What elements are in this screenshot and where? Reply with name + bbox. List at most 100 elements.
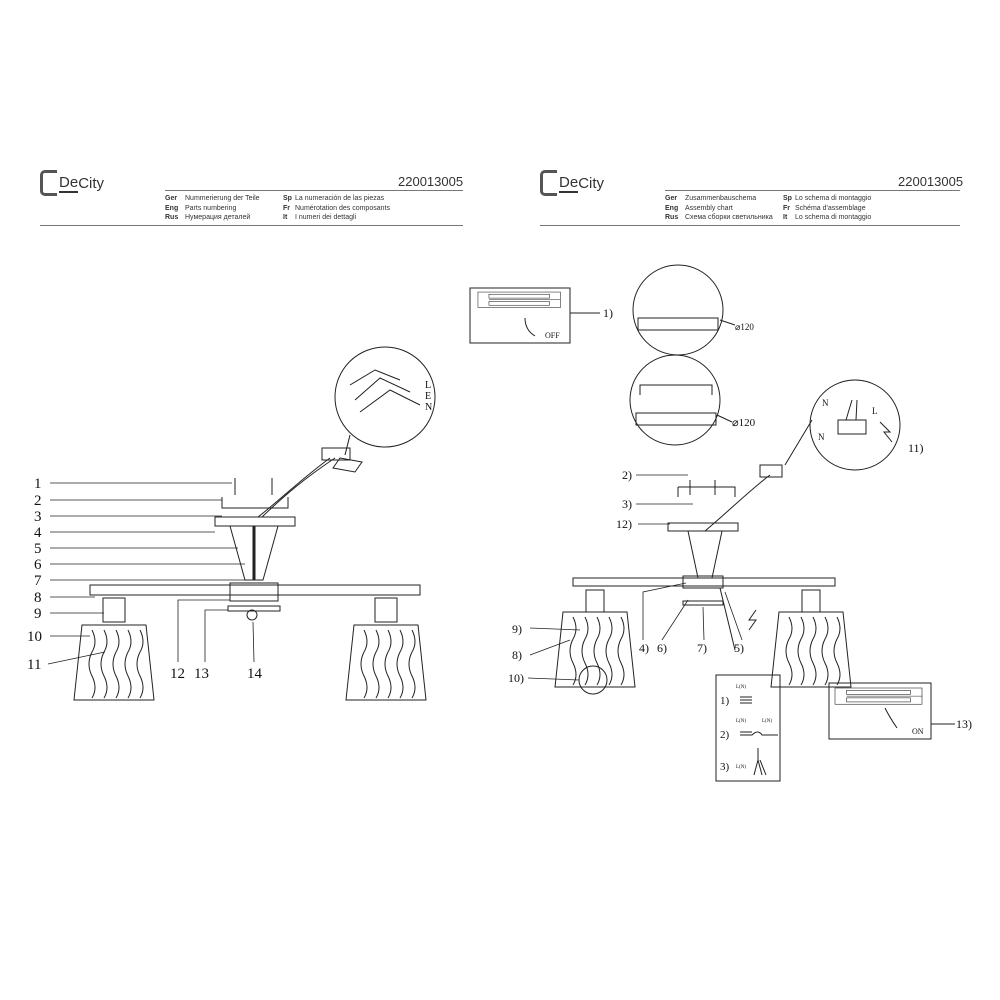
lang: Rus — [165, 214, 179, 221]
title-text: I numeri dei dettagli — [295, 214, 357, 221]
header-bottom-rule — [40, 225, 463, 226]
step-label: 9) — [512, 622, 522, 636]
step-label: 3) — [622, 497, 632, 511]
step-label: 2) — [622, 468, 632, 482]
lang: Rus — [665, 214, 679, 221]
header-bottom-rule — [540, 225, 960, 226]
logo-city: City — [78, 174, 105, 192]
title-text: La numeración de las piezas — [295, 195, 385, 202]
lang: Ger — [665, 195, 678, 202]
title-col-1: Ger Nummerierung der Teile Eng Parts numbe… — [165, 194, 260, 223]
wiring-step: 2) — [720, 729, 730, 741]
part-label: 1 — [34, 476, 42, 492]
logo-mark — [40, 170, 57, 196]
wire-label: L(N) — [736, 719, 746, 724]
right-step-labels: 1) 2) 3) 4) 5) 6) 7) 8) 9) 10) 11) 12) 1… — [508, 306, 972, 773]
title-text: Lo schema di montaggio — [795, 195, 872, 202]
lang: It — [783, 214, 788, 221]
logo-de: De — [59, 173, 79, 193]
title-col-1: Ger Zusammenbauschema Eng Assembly chart R… — [665, 194, 773, 223]
part-label: 7 — [34, 573, 42, 589]
switch-off-label: OFF — [545, 331, 560, 340]
bracket-circle-2 — [629, 354, 733, 446]
step-label: 12) — [616, 517, 632, 531]
wiring-step: 1) — [720, 695, 730, 707]
switch-off-inset — [469, 287, 600, 344]
product-code: 220013005 — [398, 174, 464, 189]
lang: Eng — [165, 204, 179, 212]
part-label: 9 — [34, 606, 42, 622]
part-label: 13 — [194, 666, 209, 682]
lang: Sp — [783, 195, 792, 202]
lang: Sp — [283, 195, 292, 202]
diameter-label: ⌀120 — [735, 322, 754, 332]
part-label: 3 — [34, 509, 42, 525]
part-label: 12 — [170, 666, 185, 682]
title-text: Assembly chart — [685, 204, 733, 212]
part-label: 10 — [27, 629, 42, 645]
part-label: 8 — [34, 590, 42, 606]
title-text: Zusammenbauschema — [685, 195, 757, 202]
lang: Fr — [783, 204, 790, 212]
left-wire-labels: L E N — [425, 380, 432, 413]
right-leader-lines — [527, 474, 743, 681]
step-label: 6) — [657, 641, 667, 655]
wire-label-n: N — [425, 402, 432, 413]
terminal-label-l: L — [872, 406, 878, 416]
right-lamp-drawing — [554, 464, 852, 695]
step-label: 10) — [508, 671, 524, 685]
title-text: Numérotation des composants — [295, 204, 390, 212]
part-label: 11 — [27, 657, 41, 673]
terminal-label-n: N — [822, 398, 829, 408]
switch-on-inset — [828, 682, 955, 740]
title-text: Schéma d'assemblage — [795, 204, 866, 212]
wire-label-l: L — [425, 380, 431, 391]
diameter-label: ⌀120 — [732, 417, 756, 429]
lang: Fr — [283, 204, 290, 212]
title-text: Parts numbering — [185, 204, 237, 212]
step-label: 8) — [512, 648, 522, 662]
part-label: 14 — [247, 666, 263, 682]
part-label: 2 — [34, 493, 42, 509]
wiring-methods-inset — [715, 674, 781, 782]
lang: Eng — [665, 204, 679, 212]
wire-label: L(N) — [736, 765, 746, 770]
title-text: Lo schema di montaggio — [795, 214, 872, 221]
left-leader-lines — [47, 482, 255, 665]
logo-mark — [540, 170, 557, 196]
step-label: 4) — [639, 641, 649, 655]
logo-city: City — [578, 174, 605, 192]
logo-de: De — [559, 173, 579, 193]
bracket-circle-1 — [632, 264, 736, 356]
title-text: Nummerierung der Teile — [185, 195, 260, 202]
product-code: 220013005 — [898, 174, 964, 189]
lang: It — [283, 214, 288, 221]
step-label: 7) — [697, 641, 707, 655]
wire-label: L(N) — [762, 719, 772, 724]
high-voltage-icon — [748, 609, 757, 631]
left-part-labels: 1 2 3 4 5 6 7 8 9 10 11 12 13 14 — [27, 476, 263, 682]
switch-on-label: ON — [912, 727, 924, 736]
left-lamp-drawing — [73, 346, 436, 701]
wire-label: L(N) — [736, 685, 746, 690]
step-label: 1) — [603, 306, 613, 320]
lang: Ger — [165, 195, 178, 202]
step-label: 5) — [734, 641, 744, 655]
terminal-circle — [784, 379, 901, 471]
part-label: 5 — [34, 541, 42, 557]
header-rule — [665, 190, 960, 191]
header-rule — [165, 190, 463, 191]
title-text: Схема сборки светильника — [685, 214, 773, 221]
part-label: 4 — [34, 525, 42, 541]
wire-label-e: E — [425, 391, 431, 402]
step-label: 13) — [956, 717, 972, 731]
terminal-label-n: N — [818, 432, 825, 442]
step-label: 11) — [908, 441, 924, 455]
